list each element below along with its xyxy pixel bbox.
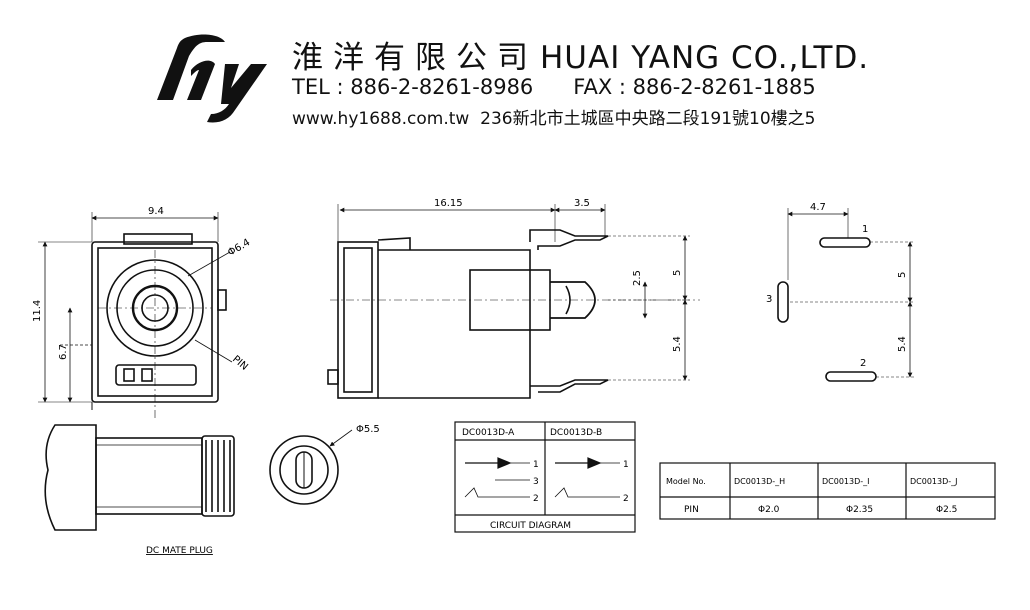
front-width-dim: 9.4 [148,206,164,217]
model-row-i: Φ2.35 [846,505,873,515]
pin-dim-5: 5 [897,272,908,278]
pin-3-label: 3 [766,294,772,305]
model-row-j: Φ2.5 [936,505,957,515]
model-header-model: Model No. [666,477,706,486]
side-pin-dim: 3.5 [574,198,590,209]
company-name-en: HUAI YANG CO.,LTD. [540,40,870,76]
company-header: 淮洋有限公司HUAI YANG CO.,LTD. TEL : 886-2-826… [155,30,895,130]
contact-phones: TEL : 886-2-8261-8986 FAX : 886-2-8261-18… [292,75,816,99]
pin-2-label: 2 [860,358,866,369]
model-header-i: DC0013D-_I [822,477,870,486]
plug-end-view [269,429,353,505]
model-header-h: DC0013D-_H [734,477,785,486]
fax-number: FAX : 886-2-8261-1885 [573,75,816,99]
pin-width-dim: 4.7 [810,202,826,213]
pin-dim-5-4: 5.4 [897,336,908,352]
circuit-a-pin-3: 3 [533,477,539,487]
address: 236新北市土城區中央路二段191號10樓之5 [480,109,816,129]
circuit-caption: CIRCUIT DIAGRAM [490,521,571,531]
circuit-col-b: DC0013D-B [550,428,602,438]
model-row-h: Φ2.0 [758,505,780,515]
side-length-dim: 16.15 [434,198,463,209]
circuit-b-pin-1: 1 [623,460,629,470]
circuit-a-pin-1: 1 [533,460,539,470]
pin-view [777,208,915,382]
plug-diameter-label: Φ5.5 [356,424,380,435]
model-header-j: DC0013D-_J [910,477,958,486]
side-dim-5-4: 5.4 [672,336,683,352]
side-view [327,204,700,399]
side-dim-2-5: 2.5 [632,270,643,286]
model-row-pin: PIN [684,505,699,515]
front-view [38,212,233,420]
front-pin-label: PIN [230,354,250,373]
model-table [659,462,996,520]
front-inner-dim: 6.7 [58,344,69,360]
circuit-b-pin-2: 2 [623,494,629,504]
website-link[interactable]: www.hy1688.com.tw [292,109,470,129]
tel-number: TEL : 886-2-8261-8986 [292,75,534,99]
circuit-a-pin-2: 2 [533,494,539,504]
side-dim-5: 5 [672,270,683,276]
dc-mate-plug [44,424,235,531]
company-name-cn: 淮洋有限公司 [292,40,538,76]
plug-caption: DC MATE PLUG [146,546,213,556]
front-diameter-label: Φ6.4 [226,237,252,258]
circuit-col-a: DC0013D-A [462,428,515,438]
company-logo [157,34,267,123]
contact-web: www.hy1688.com.tw 236新北市土城區中央路二段191號10樓之… [292,104,816,129]
front-height-dim: 11.4 [32,300,43,322]
circuit-table [454,421,636,533]
pin-1-label: 1 [862,224,868,235]
company-name: 淮洋有限公司HUAI YANG CO.,LTD. [292,32,869,77]
